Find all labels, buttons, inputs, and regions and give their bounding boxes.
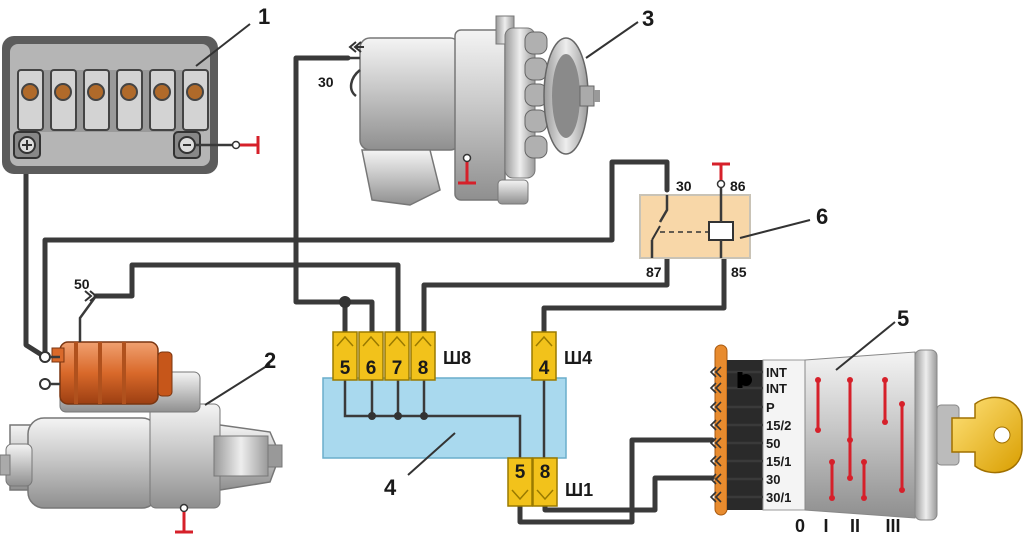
battery-cells <box>17 69 209 131</box>
relay-pin-label: 86 <box>730 178 746 194</box>
relay <box>639 162 751 259</box>
connector-sh8-label: Ш8 <box>443 348 471 368</box>
switch-position-label: 0 <box>795 516 805 536</box>
connector-sh4-label: Ш4 <box>564 348 592 368</box>
callout-relay: 6 <box>816 204 828 229</box>
switch-position-label: II <box>850 516 860 536</box>
switch-contact-bars <box>815 377 905 501</box>
sh8-pin: 6 <box>366 358 377 379</box>
wires <box>23 55 727 525</box>
starter-motor <box>0 290 283 534</box>
sh1-pin: 5 <box>515 462 526 483</box>
callout-alternator: 3 <box>642 6 654 31</box>
ground-icon <box>458 160 476 185</box>
key-icon <box>951 396 1023 474</box>
connector-sh8: 5 6 7 8 <box>332 331 436 381</box>
switch-terminal-label: 15/2 <box>766 418 791 433</box>
switch-terminal-label: P <box>766 400 775 415</box>
callout-leaders <box>195 21 896 476</box>
relay-pin-label: 87 <box>646 264 662 280</box>
switch-terminal-label: 15/1 <box>766 454 791 469</box>
arrow-terminal-icon <box>348 41 364 53</box>
sh8-pin: 7 <box>392 358 403 379</box>
relay-pin-label: 30 <box>676 178 692 194</box>
arrow-terminal-icon <box>709 366 722 503</box>
switch-position-label: III <box>885 516 900 536</box>
starter-terminal-label: 50 <box>74 276 90 292</box>
alternator <box>348 15 600 206</box>
switch-terminal-label: INT <box>766 381 787 396</box>
callout-starter: 2 <box>264 348 276 373</box>
relay-pin-label: 85 <box>731 264 747 280</box>
ground-icon <box>240 136 260 154</box>
switch-terminal-label: 30 <box>766 472 780 487</box>
sh4-pin: 4 <box>539 358 550 379</box>
switch-terminal-label: 50 <box>766 436 780 451</box>
alternator-terminal-label: 30 <box>318 74 334 90</box>
sh8-pin: 8 <box>418 358 429 379</box>
connector-sh4: 4 <box>531 331 557 381</box>
sh8-pin: 5 <box>340 358 351 379</box>
switch-terminal-label: 30/1 <box>766 490 791 505</box>
ignition-switch: INT INT P 15/2 50 15/1 30 30/1 <box>709 344 1023 521</box>
starter-solenoid <box>51 341 173 405</box>
connector-sh1-label: Ш1 <box>565 480 593 500</box>
callout-battery: 1 <box>258 4 270 29</box>
switch-terminal-label: INT <box>766 365 787 380</box>
junction-node <box>339 296 351 308</box>
switch-position-label: I <box>823 516 828 536</box>
battery <box>2 36 260 174</box>
arrow-terminal-icon <box>84 290 98 302</box>
mounting-block <box>322 377 567 460</box>
connector-sh1: 5 8 <box>507 457 558 507</box>
ground-icon <box>175 512 193 534</box>
callout-mount-block: 4 <box>384 475 397 500</box>
ground-icon <box>712 162 730 180</box>
sh1-pin: 8 <box>540 462 551 483</box>
callout-ignition-switch: 5 <box>897 306 909 331</box>
